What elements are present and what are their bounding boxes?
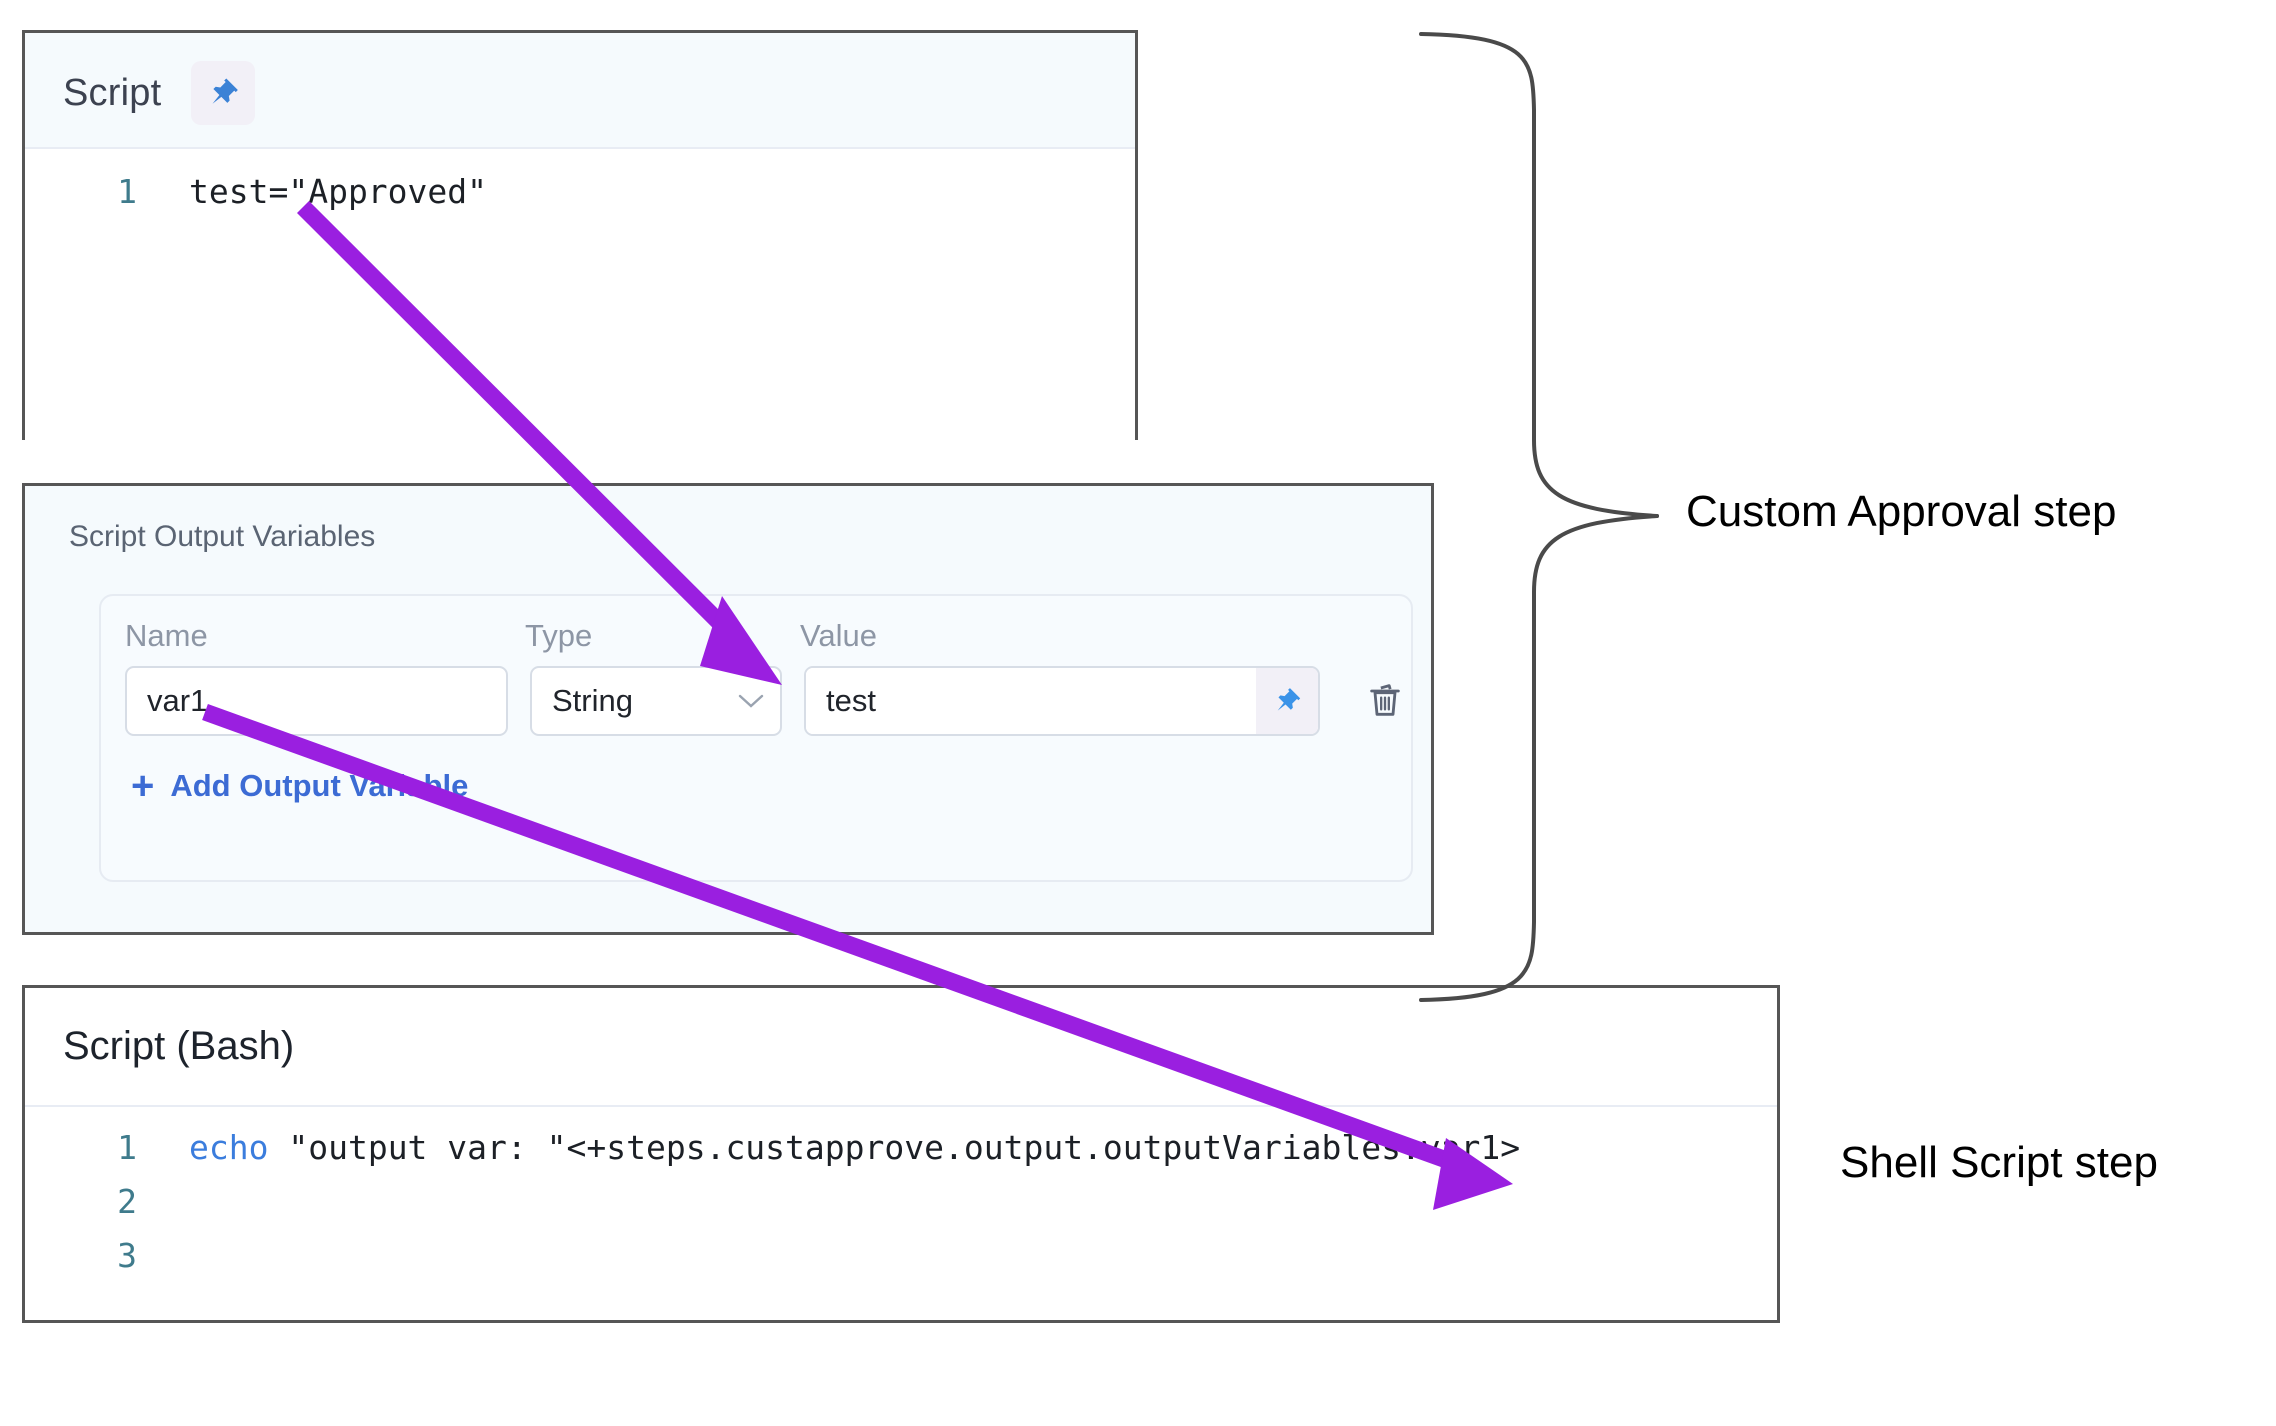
script-panel-title: Script — [63, 71, 162, 114]
variable-type-select[interactable]: String — [530, 666, 782, 736]
output-variables-column-headers: Name Type Value — [101, 596, 1411, 654]
pin-icon — [212, 78, 239, 104]
output-variable-row: var1 String test — [101, 654, 1411, 736]
script-panel: Script 1 test="Approved" — [22, 30, 1138, 569]
chevron-down-icon — [738, 694, 764, 708]
plus-icon: + — [131, 764, 155, 808]
code-line-text: test="Approved" — [189, 172, 488, 211]
code-line: 2 — [25, 1175, 1777, 1229]
code-line: 1 test="Approved" — [25, 165, 1135, 219]
annotation-custom-approval-step: Custom Approval step — [1686, 487, 2117, 536]
trash-icon — [1370, 684, 1400, 716]
script-output-variables-panel: Script Output Variables Name Type Value … — [22, 483, 1434, 935]
value-pin-icon-button[interactable] — [1256, 668, 1318, 734]
variable-value-field[interactable]: test — [804, 666, 1320, 736]
script-panel-header: Script — [25, 33, 1135, 147]
code-line: 1 echo "output var: "<+steps.custapprove… — [25, 1121, 1777, 1175]
add-output-variable-button[interactable]: + Add Output Variable — [101, 736, 1411, 806]
code-line-text: echo "output var: "<+steps.custapprove.o… — [137, 1121, 1520, 1175]
add-output-variable-label: Add Output Variable — [170, 768, 469, 803]
code-rest: "output var: "<+steps.custapprove.output… — [268, 1128, 1521, 1167]
output-variables-card: Name Type Value var1 String test — [99, 594, 1413, 882]
line-number: 1 — [117, 1128, 137, 1167]
variable-name-input[interactable]: var1 — [125, 666, 508, 736]
bash-script-panel: Script (Bash) 1 echo "output var: "<+ste… — [22, 985, 1780, 1323]
delete-variable-button[interactable] — [1362, 675, 1408, 727]
line-number: 2 — [117, 1182, 137, 1221]
variable-type-value: String — [552, 683, 633, 718]
bash-code-editor[interactable]: 1 echo "output var: "<+steps.custapprove… — [25, 1105, 1777, 1283]
variable-value-input[interactable]: test — [806, 668, 1256, 734]
column-header-name: Name — [125, 618, 208, 653]
pin-icon-button[interactable] — [191, 61, 256, 125]
column-header-type: Type — [525, 618, 593, 653]
bash-script-title: Script (Bash) — [63, 1024, 295, 1068]
code-keyword: echo — [189, 1128, 269, 1167]
code-line: 3 — [25, 1229, 1777, 1283]
line-number: 1 — [117, 172, 137, 211]
pin-icon — [1277, 688, 1301, 711]
line-number: 3 — [117, 1236, 137, 1275]
column-header-value: Value — [800, 618, 877, 653]
curly-brace — [1419, 32, 1659, 1002]
annotation-shell-script-step: Shell Script step — [1840, 1138, 2158, 1187]
output-variables-title: Script Output Variables — [69, 520, 376, 553]
